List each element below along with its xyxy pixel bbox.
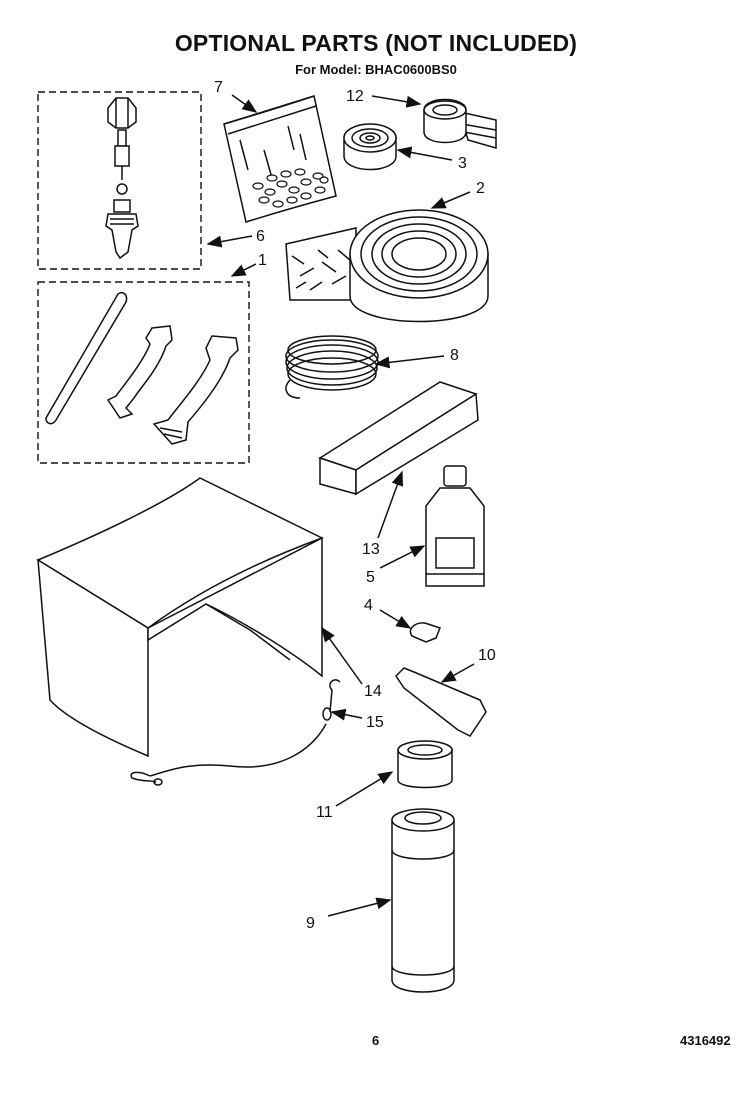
part-7-fastener-bag	[223, 95, 337, 223]
part-6-valve-fitting	[105, 97, 139, 260]
callout-2: 2	[476, 180, 485, 197]
part-11-cap	[397, 740, 453, 789]
callout-12: 12	[346, 88, 364, 105]
callout-9: 9	[306, 915, 315, 932]
callout-10: 10	[478, 647, 496, 664]
callout-8: 8	[450, 347, 459, 364]
callout-14: 14	[364, 683, 382, 700]
part-4-nozzle	[409, 622, 441, 643]
part-15-cord-hook	[130, 679, 341, 786]
part-2-insulation-roll	[285, 209, 489, 323]
leader-lines	[206, 94, 475, 917]
page-number: 6	[372, 1033, 380, 1048]
part-1-seal-kit	[45, 291, 239, 445]
callout-15: 15	[366, 714, 384, 731]
callout-6: 6	[256, 228, 265, 245]
part-10-tube	[395, 667, 487, 737]
model-subtitle: For Model: BHAC0600BS0	[295, 62, 457, 77]
part-13-foam-block	[318, 381, 479, 496]
part-3-foam-tape	[343, 123, 397, 171]
document-code: 4316492	[680, 1033, 731, 1048]
callout-4: 4	[364, 597, 373, 614]
part-14-cover	[36, 477, 324, 758]
callout-3: 3	[458, 155, 467, 172]
callout-13: 13	[362, 541, 380, 558]
part-9-spray-can	[391, 808, 455, 993]
kit-6-group-box	[37, 91, 202, 270]
callout-11: 11	[316, 804, 333, 821]
callout-labels: 7 12 3 2 6 1 8 13 5 4 10 14 15 11 9	[214, 79, 496, 932]
page-title: OPTIONAL PARTS (NOT INCLUDED)	[174, 30, 578, 56]
kit-1-group-box	[37, 281, 250, 464]
part-12-tape-roll	[423, 98, 497, 149]
callout-5: 5	[366, 569, 375, 586]
part-8-coiled-cord	[285, 335, 379, 399]
callout-1: 1	[258, 252, 267, 269]
part-5-bottle	[425, 465, 485, 587]
callout-7: 7	[214, 79, 223, 96]
